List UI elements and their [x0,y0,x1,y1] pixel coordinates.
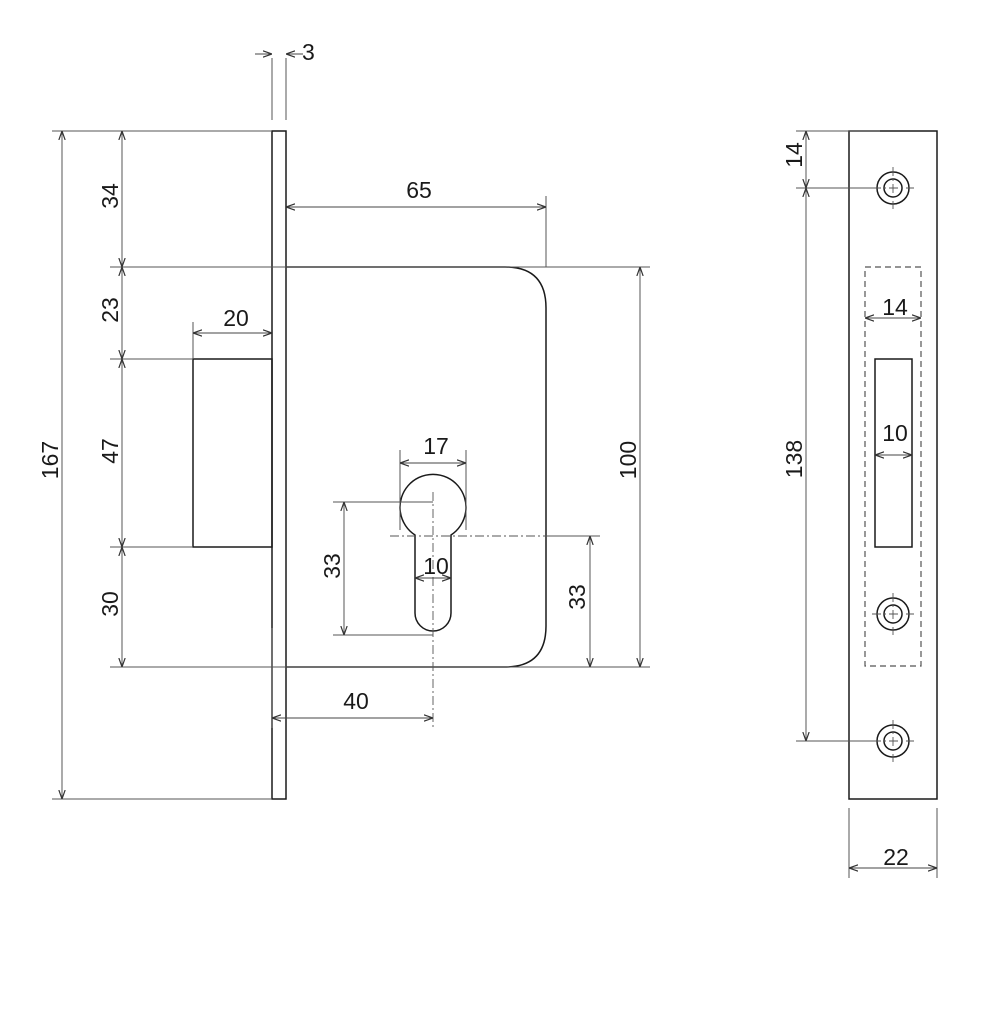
screw-hole-top [872,167,914,209]
strike-opening [874,358,913,548]
strike-recess [864,266,922,667]
strike-plate [848,130,938,800]
dim-label-cylinder-width: 17 [423,433,449,459]
dim-label-strike-top-hole-offset: 14 [781,142,807,168]
dim-label-faceplate-thickness: 3 [302,39,315,65]
strike-dimension-labels: 14 138 14 10 22 [781,142,909,870]
strike-plate-view [848,130,938,800]
dim-label-total-height: 167 [37,441,63,479]
screw-hole-bottom [872,720,914,762]
dim-label-strike-hole-spacing: 138 [781,440,807,478]
dim-label-strike-recess-width: 14 [882,294,908,320]
front-dimension-labels: 3 167 34 23 47 30 20 65 100 17 33 10 33 … [37,39,641,714]
dim-label-bolt-to-case-bottom: 30 [97,591,123,617]
strike-dimension-lines [806,131,937,868]
dim-label-cylinder-center-to-case-bottom: 33 [564,584,590,610]
dim-label-case-depth: 65 [406,177,432,203]
faceplate [271,130,287,800]
dim-label-bolt-throw: 20 [223,305,249,331]
strike-extension-lines [796,130,938,878]
front-view [192,130,600,800]
dim-label-case-height: 100 [615,441,641,479]
dim-label-strike-width: 22 [883,844,909,870]
dim-label-cam-slot-width: 10 [423,553,449,579]
screw-hole-middle [872,593,914,635]
dim-label-cylinder-height: 33 [319,553,345,579]
lock-case [286,266,547,668]
dim-label-case-to-bolt: 23 [97,297,123,323]
dim-label-top-to-case: 34 [97,183,123,209]
dim-label-bolt-height: 47 [97,438,123,464]
dim-label-strike-opening-width: 10 [882,420,908,446]
front-dimension-lines [62,54,640,799]
deadbolt [192,358,273,548]
dim-label-backset: 40 [343,688,369,714]
